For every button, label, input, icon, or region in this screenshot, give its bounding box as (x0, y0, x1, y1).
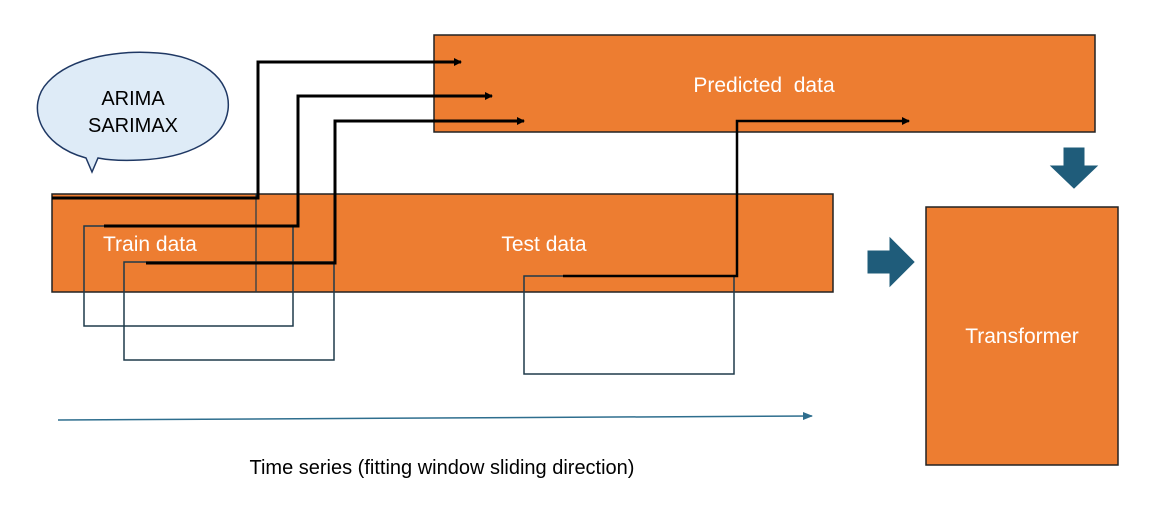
transformer-box (925, 206, 1119, 466)
forecast-path-test (563, 117, 910, 278)
model-callout-bubble (36, 51, 229, 174)
forecast-path-2 (104, 92, 493, 228)
callout-line-sarimax: SARIMAX (88, 115, 178, 137)
train-data-label: Train data (103, 233, 197, 256)
test-data-label: Test data (501, 233, 587, 256)
time-axis-label: Time series (fitting window sliding dire… (250, 457, 635, 479)
time-axis-arrow (57, 412, 813, 421)
predicted-data-label: Predicted data (693, 74, 835, 97)
callout-line-arima: ARIMA (101, 88, 165, 110)
transformer-label: Transformer (965, 325, 1079, 348)
forecast-path-1 (52, 58, 462, 200)
down-block-arrow-icon (1049, 147, 1099, 189)
right-block-arrow-icon (867, 236, 915, 288)
predicted-data-box (433, 34, 1096, 133)
forecast-path-3 (146, 117, 525, 265)
